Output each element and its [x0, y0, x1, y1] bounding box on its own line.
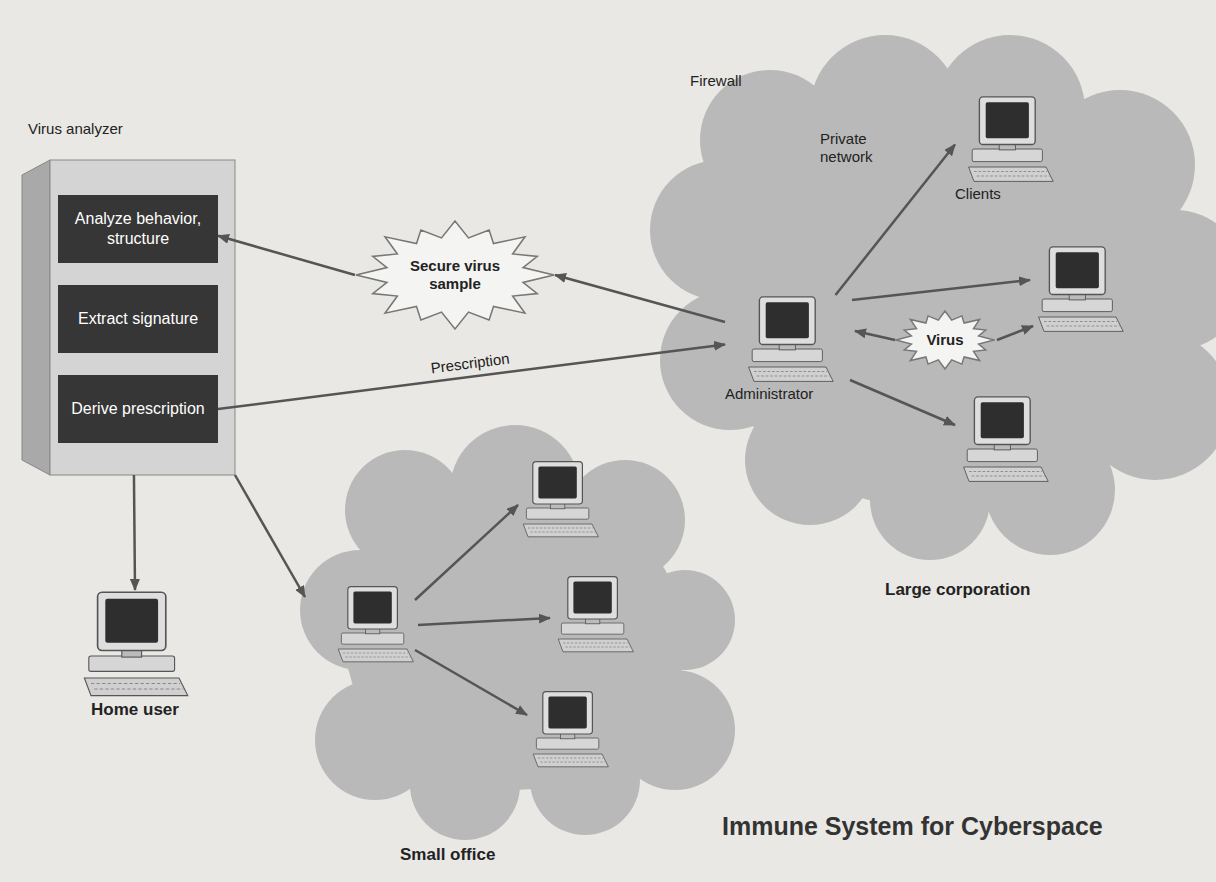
- network-cloud: Small office: [305, 450, 725, 870]
- computer-node: Clients: [955, 95, 1065, 185]
- graphic-part: [523, 462, 598, 537]
- burst-shape: [896, 311, 994, 369]
- connector-arrow: [855, 331, 895, 340]
- graphic-part: [964, 397, 1049, 482]
- graphic-part: [650, 160, 790, 300]
- computer-icon: [749, 297, 834, 382]
- graphic-part: [1039, 247, 1124, 332]
- connector-arrow: [836, 145, 956, 296]
- node-label: Analyze behavior, structure: [64, 209, 212, 249]
- graphic-part: [22, 160, 50, 475]
- process-box: Analyze behavior, structure: [58, 195, 218, 263]
- computer-icon: [965, 95, 1055, 185]
- graphic-part: [635, 570, 735, 670]
- node-label: Home user: [70, 700, 200, 720]
- node-label: Large corporation: [885, 580, 1030, 600]
- node-label: Private network: [820, 130, 910, 166]
- graphic-part: [852, 280, 1030, 300]
- graphic-part: [850, 380, 955, 425]
- corporation-cloud: [650, 35, 1216, 560]
- connector-arrow: [235, 475, 305, 597]
- node-label: Virus: [926, 331, 963, 349]
- graphic-part: [338, 587, 413, 662]
- computer-icon: [84, 592, 187, 695]
- graphic-part: [50, 160, 235, 475]
- diagram-title: Immune System for Cyberspace: [722, 812, 1103, 841]
- burst-shape: [356, 221, 554, 329]
- computer-node: Administrator: [725, 295, 855, 385]
- node-label: Small office: [400, 845, 495, 865]
- computer-icon: [745, 295, 835, 385]
- graphic-part: [558, 577, 633, 652]
- graphic-part: [997, 326, 1033, 340]
- node-label: Virus analyzer: [28, 120, 123, 137]
- connector-arrow: [218, 345, 725, 410]
- network-cloud: FirewallPrivate networkLarge corporation…: [650, 50, 1216, 610]
- connector-arrow: [134, 475, 135, 590]
- connector-arrow: [555, 275, 725, 322]
- node-label: Firewall: [690, 72, 742, 90]
- node-label: Administrator: [725, 385, 813, 403]
- graphic-part: [300, 550, 420, 670]
- node-label: Derive prescription: [71, 399, 204, 419]
- graphic-part: [415, 650, 527, 715]
- computer-icon: [80, 590, 190, 700]
- virus-burst: Virus: [895, 310, 995, 370]
- computer-node: Home user: [70, 590, 200, 720]
- process-box: Derive prescription: [58, 375, 218, 443]
- connector-arrow: [218, 236, 355, 275]
- graphic-part: [418, 618, 550, 625]
- sample-burst: Secure virus sample: [355, 220, 555, 330]
- office-cloud: [300, 425, 735, 840]
- analyzer-slab: [22, 160, 235, 475]
- graphic-part: [315, 680, 435, 800]
- graphic-part: [415, 505, 518, 600]
- node-label: Secure virus sample: [400, 257, 510, 293]
- analyzer-box: Virus analyzerAnalyze behavior, structur…: [20, 120, 235, 475]
- node-label: Clients: [955, 185, 1001, 203]
- computer-icon: [969, 97, 1054, 182]
- node-label: Extract signature: [78, 309, 198, 329]
- process-box: Extract signature: [58, 285, 218, 353]
- graphic-part: [533, 692, 608, 767]
